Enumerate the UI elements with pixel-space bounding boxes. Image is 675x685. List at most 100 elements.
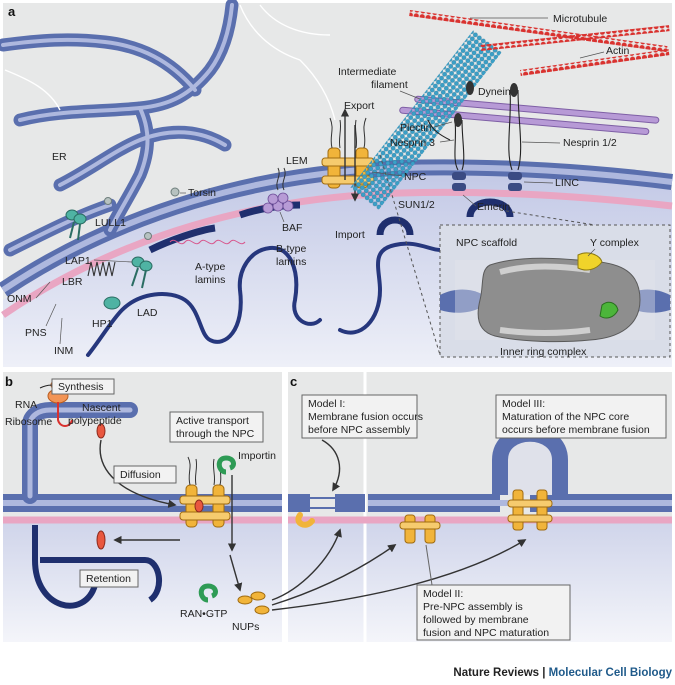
label-torsin: Torsin (188, 187, 216, 199)
leader-inm (59, 317, 63, 345)
assembly-arrow-c1 (321, 439, 341, 492)
cytoskeleton-lines (4, 4, 336, 121)
chromatin-lamins (86, 241, 442, 357)
inset-inner-ring: Inner ring complex (500, 346, 587, 358)
label-pns: PNS (25, 327, 47, 339)
label-nesprin12: Nesprin 1/2 (563, 137, 617, 149)
lbr-protein (87, 261, 116, 277)
retained-protein (96, 530, 106, 550)
label-nascent2: polypeptide (68, 415, 122, 427)
er-branch-b-lumen (27, 407, 133, 499)
leader-y-complex (587, 248, 596, 257)
footer-section: Molecular Cell Biology (549, 667, 673, 679)
label-intermediate: Intermediate (338, 66, 397, 78)
microtubule (350, 30, 502, 210)
labels-b: b Synthesis RNA Nascent polypeptide Ribo… (5, 374, 276, 633)
lull1-protein (65, 209, 87, 241)
active-transport-box (169, 411, 264, 443)
leader-nesprin3 (439, 139, 455, 143)
intermediate-filament-1 (414, 95, 660, 124)
model2-line2: Pre-NPC assembly is (423, 601, 523, 613)
label-microtubule: Microtubule (553, 13, 607, 25)
npc-c3 (507, 489, 553, 531)
label-sun12: SUN1/2 (398, 199, 435, 211)
label-nascent1: Nascent (82, 402, 121, 414)
label-btype1: B-type (276, 243, 307, 255)
lamin-b (40, 557, 162, 603)
label-er: ER (52, 151, 67, 163)
synthesis-box (51, 378, 115, 395)
leader-nesprin12 (521, 141, 561, 144)
panel-label-b: b (5, 374, 13, 389)
label-inm: INM (54, 345, 73, 357)
importin-shape (216, 455, 236, 475)
diffusion-box (113, 465, 177, 484)
model3-box (495, 394, 667, 439)
torsin-dot-2 (144, 232, 152, 240)
torsin-dot-3 (104, 197, 112, 205)
leader-npc (371, 171, 403, 177)
chromatin-b (32, 525, 98, 609)
panel-b (3, 372, 282, 642)
nesprin-head (510, 83, 518, 97)
lap1-protein (131, 256, 153, 289)
npc-b (179, 456, 231, 528)
label-plectin: Plectin (400, 122, 432, 134)
nascent-chain (57, 402, 73, 427)
leader-onm (35, 281, 51, 299)
label-lad: LAD (137, 307, 158, 319)
linc-complex (452, 172, 522, 191)
inset-y-complex: Y complex (590, 237, 640, 249)
label-lem: LEM (286, 155, 308, 167)
model2-box (416, 584, 571, 641)
label-importin: Importin (238, 450, 276, 462)
label-btype2: lamins (276, 256, 306, 268)
inset-npc-scaffold: NPC scaffold (456, 237, 517, 249)
labels-a: a Microtubule Actin Intermediate filamen… (7, 4, 640, 358)
label-active2: through the NPC (176, 428, 255, 440)
label-ran-gtp: RAN•GTP (180, 608, 227, 620)
label-import: Import (335, 229, 365, 241)
nups-shapes (237, 591, 270, 615)
model3-line2: Maturation of the NPC core (502, 411, 629, 423)
baf-protein (262, 192, 294, 214)
panel-label-c: c (290, 374, 297, 389)
intermediate-filament-2 (399, 106, 650, 136)
label-atype1: A-type (195, 261, 226, 273)
model2-line4: fusion and NPC maturation (423, 627, 549, 639)
actin-filament-2 (479, 25, 670, 51)
model1-box (301, 394, 418, 439)
torsin-dot (170, 187, 180, 197)
label-lbr: LBR (62, 276, 83, 288)
arrow-to-model1 (271, 528, 342, 601)
label-npc: NPC (404, 171, 427, 183)
leader-pns (45, 303, 57, 327)
label-baf: BAF (282, 222, 302, 234)
leader-filament (399, 90, 421, 100)
panel-label-a: a (8, 4, 16, 19)
model3-line1: Model III: (502, 398, 545, 410)
label-active1: Active transport (176, 415, 249, 427)
lamina-scribble (169, 239, 246, 245)
model2-line1: Model II: (423, 588, 463, 600)
model3-line3: occurs before membrane fusion (502, 424, 650, 436)
nup-c1 (295, 512, 315, 528)
label-retention: Retention (86, 573, 131, 585)
model1-line2: Membrane fusion occurs (308, 411, 423, 423)
model2-line3: followed by membrane (423, 614, 529, 626)
label-export: Export (344, 100, 374, 112)
label-nups: NUPs (232, 621, 259, 633)
model1-line3: before NPC assembly (308, 424, 411, 436)
bleb-c3 (492, 425, 568, 495)
label-rna: RNA (15, 399, 37, 411)
dynein-head (466, 81, 474, 95)
nesprin-fibres (427, 89, 522, 171)
leader-plectin (433, 121, 453, 128)
pre-npc-c2 (399, 514, 441, 544)
leader-emerin (462, 194, 477, 207)
footer-journal: Nature Reviews (453, 667, 539, 679)
labels-c: c Model I: Membrane fusion occurs before… (290, 374, 667, 641)
leader-lap1 (93, 259, 133, 263)
npc-inset (379, 154, 671, 358)
